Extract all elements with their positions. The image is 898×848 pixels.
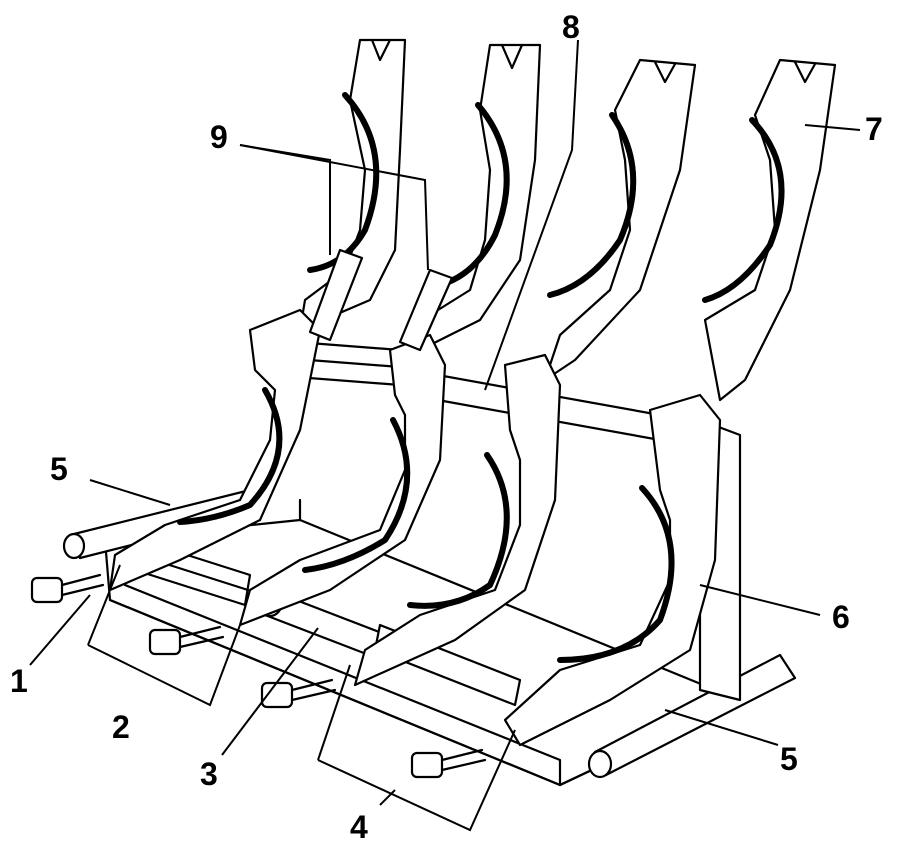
callout-5-left: 5 (50, 451, 68, 487)
upper-clamp-3 (543, 58, 697, 382)
knob-4 (410, 748, 487, 779)
lower-clamp-3 (353, 353, 562, 687)
callout-3: 3 (200, 756, 218, 792)
upper-clamp-1 (298, 38, 407, 332)
callout-5-right: 5 (780, 741, 798, 777)
lower-clamp-2 (238, 333, 447, 627)
knob-3 (260, 678, 337, 709)
lower-clamp-1 (108, 308, 322, 592)
knob-2 (148, 625, 225, 656)
callout-8: 8 (562, 9, 580, 45)
callout-7: 7 (865, 111, 883, 147)
callout-9: 9 (210, 119, 228, 155)
upper-clamp-4 (702, 58, 837, 402)
connector-right (398, 268, 454, 352)
callout-1: 1 (10, 663, 28, 699)
leader-lines (29, 39, 861, 832)
knob-1 (30, 573, 105, 604)
callout-6: 6 (832, 599, 850, 635)
callout-2: 2 (112, 709, 130, 745)
lower-clamp-4 (503, 393, 722, 747)
callout-4: 4 (350, 809, 368, 845)
connector-left (308, 248, 364, 342)
